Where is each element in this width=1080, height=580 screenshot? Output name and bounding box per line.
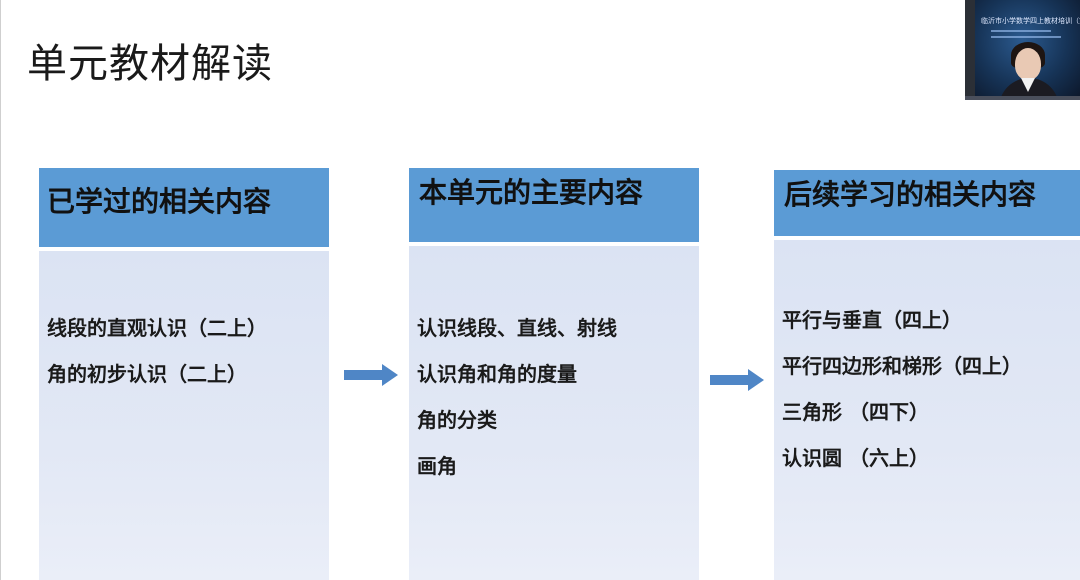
column-header: 已学过的相关内容 xyxy=(39,168,329,247)
column-prior-content: 已学过的相关内容 线段的直观认识（二上） 角的初步认识（二上） xyxy=(39,168,329,580)
list-item: 线段的直观认识（二上） xyxy=(47,316,267,340)
arrow-right-icon xyxy=(344,364,398,386)
list-item: 角的初步认识（二上） xyxy=(47,362,247,386)
video-banner-text: 临沂市小学数学四上教材培训（第一 xyxy=(981,17,1080,25)
arrow-right-icon xyxy=(710,369,764,391)
monitor-edge xyxy=(965,0,975,100)
list-item: 画角 xyxy=(417,454,457,478)
list-item: 三角形 （四下） xyxy=(782,400,929,424)
list-item: 平行与垂直（四上） xyxy=(782,308,962,332)
column-future-content: 后续学习的相关内容 平行与垂直（四上） 平行四边形和梯形（四上） 三角形 （四下… xyxy=(774,170,1080,580)
banner-decoration xyxy=(991,36,1061,38)
column-body: 平行与垂直（四上） 平行四边形和梯形（四上） 三角形 （四下） 认识圆 （六上） xyxy=(774,240,1080,580)
column-body: 线段的直观认识（二上） 角的初步认识（二上） xyxy=(39,251,329,580)
webcam-video-feed[interactable]: 临沂市小学数学四上教材培训（第一 xyxy=(965,0,1080,100)
list-item: 平行四边形和梯形（四上） xyxy=(782,354,1022,378)
column-body: 认识线段、直线、射线 认识角和角的度量 角的分类 画角 xyxy=(409,246,699,580)
list-item: 认识线段、直线、射线 xyxy=(417,316,617,340)
list-item: 角的分类 xyxy=(417,408,497,432)
presenter-face xyxy=(1015,48,1041,80)
list-item: 认识角和角的度量 xyxy=(417,362,577,386)
list-item: 认识圆 （六上） xyxy=(782,446,929,470)
desk xyxy=(965,96,1080,100)
column-header: 后续学习的相关内容 xyxy=(774,170,1080,236)
column-header: 本单元的主要内容 xyxy=(409,168,699,242)
slide-title: 单元教材解读 xyxy=(27,41,273,87)
banner-decoration xyxy=(991,30,1051,32)
column-unit-content: 本单元的主要内容 认识线段、直线、射线 认识角和角的度量 角的分类 画角 xyxy=(409,168,699,580)
